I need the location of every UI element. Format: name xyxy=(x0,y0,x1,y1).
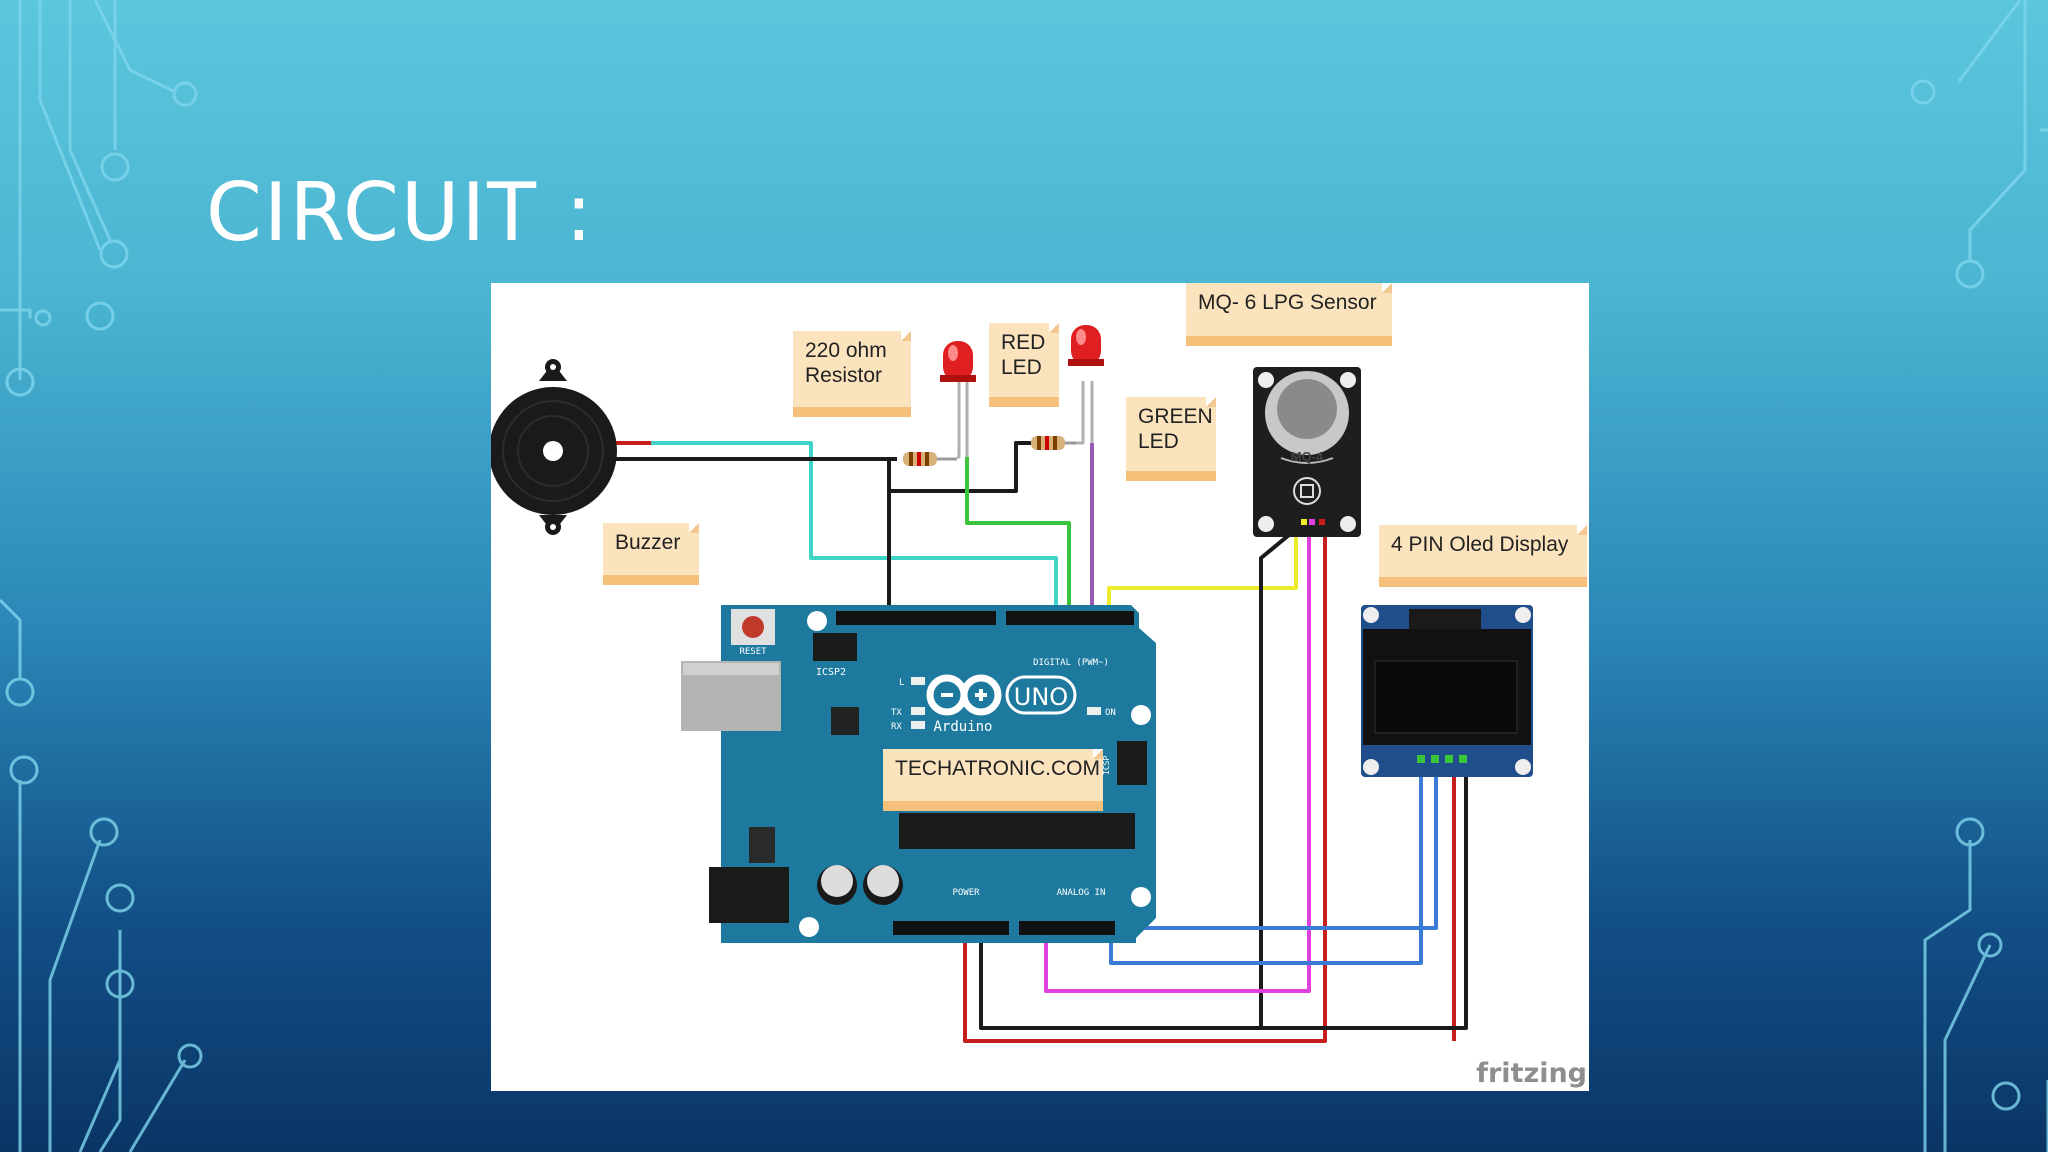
led1-leads xyxy=(957,381,969,459)
rx-label: RX xyxy=(891,722,902,732)
slide-title: CIRCUIT : xyxy=(206,166,595,259)
icsp-label: ICSP xyxy=(1102,756,1111,775)
circuit-diagram: MQ-4 xyxy=(491,283,1589,1091)
uno-label: UNO xyxy=(1014,683,1068,711)
wire-oled-sda xyxy=(1109,761,1423,965)
wire-oled-scl xyxy=(1121,761,1438,930)
fritzing-watermark: fritzing xyxy=(1476,1058,1587,1089)
digital-label: DIGITAL (PWM~) xyxy=(1033,658,1109,668)
oled-label: 4 PIN Oled Display xyxy=(1379,525,1587,587)
wire-oled-gnd xyxy=(979,761,1468,1030)
arduino-brand: Arduino xyxy=(933,719,992,735)
buzzer-label: Buzzer xyxy=(603,523,699,585)
power-label: POWER xyxy=(952,888,980,898)
reset-label: RESET xyxy=(739,647,767,657)
wire-buzzer-signal xyxy=(651,441,1058,621)
red-led-2 xyxy=(1068,325,1104,366)
oled-display xyxy=(1361,605,1533,777)
on-label: ON xyxy=(1105,708,1116,718)
icsp2-label: ICSP2 xyxy=(816,667,846,678)
buzzer xyxy=(491,359,617,535)
tx-label: TX xyxy=(891,708,902,718)
sensor-chip-label: MQ-4 xyxy=(1291,449,1324,464)
wire-sensor-magenta xyxy=(1044,521,1311,993)
green-led-label: GREEN LED xyxy=(1126,397,1216,481)
red-led-label: RED LED xyxy=(989,323,1059,407)
wire-sensor-analog xyxy=(1107,523,1298,621)
red-led-1 xyxy=(940,341,976,382)
website-label: TECHATRONIC.COM xyxy=(883,749,1103,811)
gas-sensor-module: MQ-4 xyxy=(1253,367,1361,537)
sensor-label: MQ- 6 LPG Sensor xyxy=(1186,283,1392,346)
resistor-2 xyxy=(1031,436,1076,450)
resistor-1 xyxy=(903,452,957,466)
wire-sensor-vcc xyxy=(963,521,1327,1043)
wire-led1 xyxy=(965,457,1071,621)
l-label: L xyxy=(899,678,904,688)
analog-label: ANALOG IN xyxy=(1057,888,1106,898)
resistor-label: 220 ohm Resistor xyxy=(793,331,911,417)
